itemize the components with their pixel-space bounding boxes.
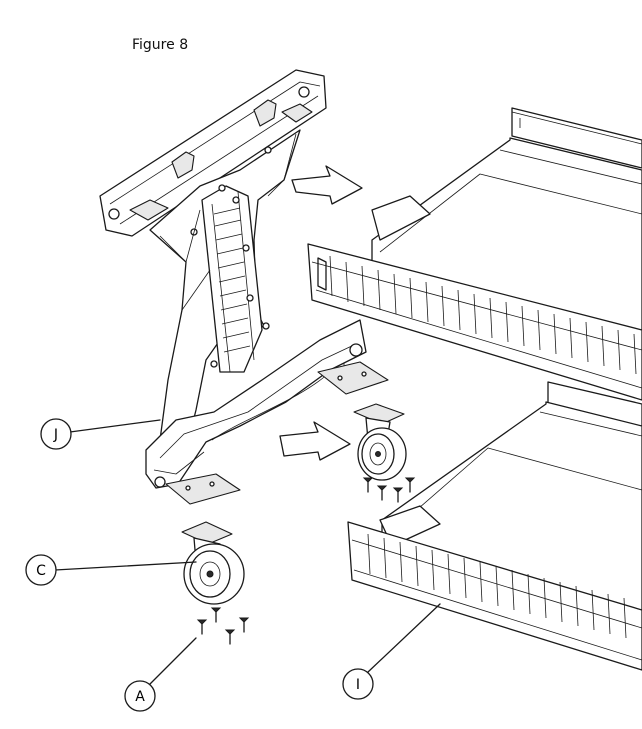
lower-shelf xyxy=(347,381,642,671)
callout-i: I xyxy=(342,603,441,700)
figure-title: Figure 8 xyxy=(132,37,189,53)
direction-arrow-lower xyxy=(279,421,351,461)
callout-i-label: I xyxy=(356,677,360,693)
callout-j: J xyxy=(40,418,161,450)
screws-right xyxy=(362,477,416,503)
caster-left xyxy=(181,521,245,605)
stand-frame xyxy=(99,69,389,505)
screws-left xyxy=(196,607,250,645)
upper-shelf xyxy=(307,107,642,401)
callout-a: A xyxy=(124,637,197,712)
callout-c: C xyxy=(25,554,197,586)
caster-right xyxy=(353,403,407,481)
callout-c-label: C xyxy=(36,563,46,579)
direction-arrow-upper xyxy=(291,165,363,205)
callout-a-label: A xyxy=(135,689,145,705)
callout-j-label: J xyxy=(53,427,58,443)
